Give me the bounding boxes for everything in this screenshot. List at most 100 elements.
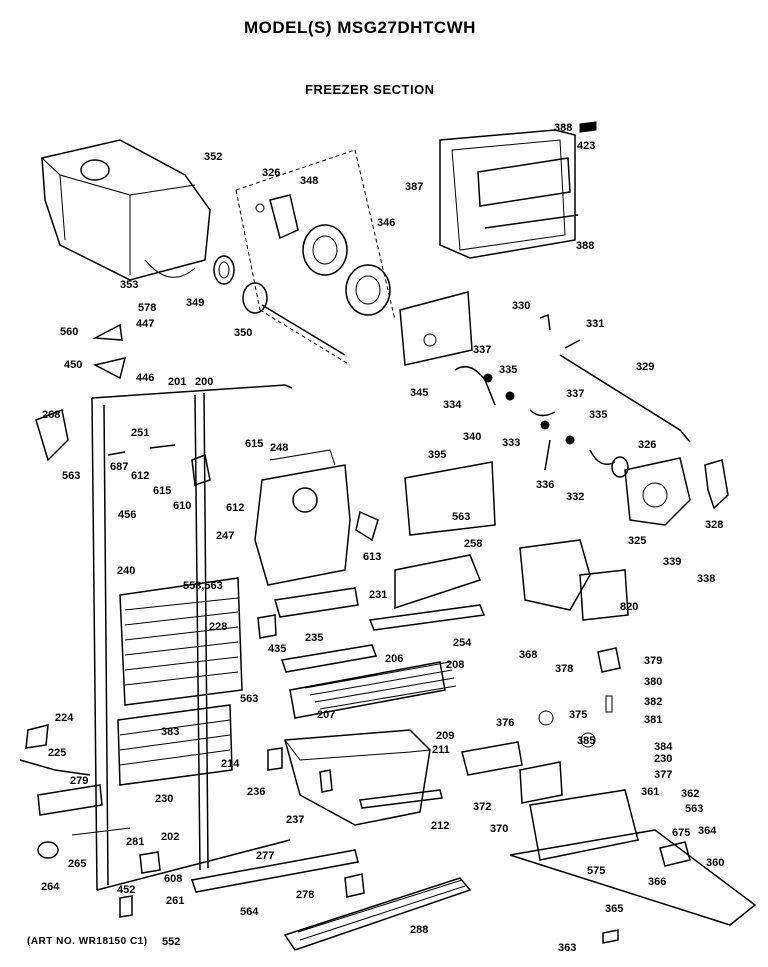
- part-label: 361: [641, 786, 659, 798]
- freezer-bin-drawing: [41, 139, 211, 281]
- freezer-basket-drawing: [284, 729, 443, 826]
- part-label: 281: [126, 836, 144, 848]
- part-label: 364: [698, 825, 717, 837]
- part-label: 328: [705, 519, 723, 531]
- part-label: 268: [42, 409, 60, 421]
- part-label: 575: [587, 865, 605, 877]
- part-label: 423: [577, 140, 595, 152]
- part-label: 207: [317, 709, 335, 721]
- part-label: 384: [654, 741, 673, 753]
- part-label: 447: [136, 318, 154, 330]
- part-label: 613: [363, 551, 381, 563]
- part-label: 201: [168, 376, 186, 388]
- part-label: 202: [161, 831, 179, 843]
- fan-blades-drawing: [255, 194, 391, 316]
- part-label: 615: [245, 438, 263, 450]
- part-label: 346: [377, 217, 395, 229]
- part-label: 335: [499, 364, 517, 376]
- art-number: (ART NO. WR18150 C1): [27, 936, 148, 947]
- part-label: 231: [369, 589, 387, 601]
- part-label: 558,563: [183, 580, 223, 592]
- part-label: 450: [64, 359, 82, 371]
- part-label: 610: [173, 500, 191, 512]
- part-label: 376: [496, 717, 514, 729]
- part-label: 382: [644, 696, 662, 708]
- part-label: 224: [55, 712, 74, 724]
- part-label: 230: [654, 753, 672, 765]
- part-label: 372: [473, 801, 491, 813]
- part-label: 337: [566, 388, 584, 400]
- part-label: 251: [131, 427, 149, 439]
- part-label: 225: [48, 747, 66, 759]
- part-label: 348: [300, 175, 318, 187]
- part-label: 240: [117, 565, 135, 577]
- part-label: 336: [536, 479, 554, 491]
- part-label: 258: [464, 538, 482, 550]
- louver-drawing: [394, 554, 481, 610]
- part-label: 375: [569, 709, 587, 721]
- part-label: 237: [286, 814, 304, 826]
- evaporator-drawing: [117, 577, 243, 786]
- part-label: 378: [555, 663, 573, 675]
- part-label: 446: [136, 372, 154, 384]
- mounting-plate-drawing: [399, 291, 473, 366]
- part-label: 349: [186, 297, 204, 309]
- part-label: 563: [685, 803, 703, 815]
- ice-maker-motor-drawing: [611, 456, 729, 526]
- part-label: 387: [405, 181, 423, 193]
- part-label: 563: [240, 693, 258, 705]
- part-label: 366: [648, 876, 666, 888]
- part-label: 388: [554, 122, 572, 134]
- part-label: 365: [605, 903, 623, 915]
- part-label: 608: [164, 873, 182, 885]
- part-label: 388: [576, 240, 594, 252]
- wire-shelf-drawing: [281, 644, 457, 719]
- part-label: 383: [161, 726, 179, 738]
- part-label: 345: [410, 387, 428, 399]
- part-label: 612: [226, 502, 244, 514]
- dispenser-base-drawing: [461, 741, 757, 926]
- part-label: 563: [452, 511, 470, 523]
- part-label: 200: [195, 376, 213, 388]
- part-label: 209: [436, 730, 454, 742]
- part-label: 385: [577, 735, 595, 747]
- part-label: 326: [638, 439, 656, 451]
- part-label: 612: [131, 470, 149, 482]
- part-label: 236: [247, 786, 265, 798]
- part-label: 329: [636, 361, 654, 373]
- part-label: 368: [519, 649, 537, 661]
- auger-drawing: [213, 149, 396, 366]
- part-label: 435: [268, 643, 286, 655]
- section-title: FREEZER SECTION: [305, 82, 435, 97]
- part-label: 350: [234, 327, 252, 339]
- part-label: 261: [166, 895, 184, 907]
- part-label: 353: [120, 279, 138, 291]
- air-duct-drawing: [254, 449, 359, 618]
- part-labels: 3523263483463884233873883533493505784475…: [41, 122, 724, 954]
- part-label: 340: [463, 431, 481, 443]
- part-label: 326: [262, 167, 280, 179]
- part-label: 230: [155, 793, 173, 805]
- part-label: 552: [162, 936, 180, 948]
- part-label: 265: [68, 858, 86, 870]
- part-label: 247: [216, 530, 234, 542]
- part-label: 330: [512, 300, 530, 312]
- part-label: 820: [620, 601, 638, 613]
- part-label: 211: [432, 744, 450, 756]
- part-label: 206: [385, 653, 403, 665]
- part-label: 338: [697, 573, 715, 585]
- part-label: 331: [586, 318, 604, 330]
- part-label: 380: [644, 676, 662, 688]
- part-label: 214: [221, 758, 240, 770]
- part-label: 352: [204, 151, 222, 163]
- part-label: 564: [240, 906, 259, 918]
- part-label: 248: [270, 442, 288, 454]
- part-label: 279: [70, 775, 88, 787]
- part-label: 335: [589, 409, 607, 421]
- part-label: 377: [654, 769, 672, 781]
- dispenser-door-drawing: [439, 121, 597, 259]
- part-label: 332: [566, 491, 584, 503]
- part-label: 381: [644, 714, 662, 726]
- part-label: 452: [117, 884, 135, 896]
